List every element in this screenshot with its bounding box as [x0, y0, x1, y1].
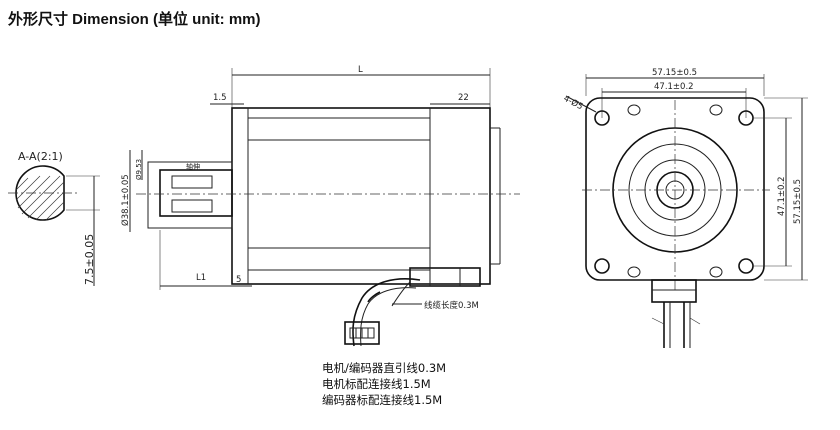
outer-width-h: 57.15±0.5 [652, 68, 697, 78]
shaft-diameter: Ø38.1±0.05 [120, 174, 131, 226]
section-profile [15, 165, 65, 221]
motor-cables: 线缆长度0.3M [352, 278, 479, 347]
shaft-tolerance: Ø9.53 [135, 159, 143, 180]
bolt-spacing-v: 47.1±0.2 [777, 176, 787, 216]
wiring-note-1: 电机/编码器直引线0.3M [322, 361, 446, 375]
mounting-hole-tl [594, 110, 610, 126]
side-view: L 1.5 22 轴伸 Ø38.1±0.05 Ø9.53 L1 5 [120, 65, 520, 290]
cable-length-note: 线缆长度0.3M [424, 300, 479, 311]
flange-thickness: 1.5 [213, 93, 227, 103]
wiring-notes: 电机/编码器直引线0.3M 电机标配连接线1.5M 编码器标配连接线1.5M [322, 361, 446, 407]
shaft-key [171, 175, 213, 189]
section-label: A-A(2:1) [18, 150, 63, 163]
bolt-spacing-h: 47.1±0.2 [654, 82, 694, 92]
motor-body [231, 107, 491, 285]
shaft-key-label: 轴伸 [186, 162, 200, 171]
mounting-hole-br [738, 258, 754, 274]
section-hatch [15, 175, 65, 221]
cable-boot [409, 267, 481, 287]
cable-connector [344, 321, 380, 345]
cable-gland [651, 279, 697, 303]
rear-length: 22 [458, 93, 469, 103]
flat-dimension: 7.5±0.05 [83, 234, 96, 285]
wiring-note-3: 编码器标配连接线1.5M [322, 393, 442, 407]
motor-shaft [159, 169, 233, 217]
section-view: A-A(2:1) 7.5±0.05 [8, 150, 100, 286]
outer-width-v: 57.15±0.5 [793, 179, 803, 224]
wiring-note-2: 电机标配连接线1.5M [322, 377, 431, 391]
page-title: 外形尺寸 Dimension (单位 unit: mm) [7, 10, 261, 28]
mounting-hole-bl [594, 258, 610, 274]
step-length: 5 [236, 275, 241, 285]
length-label: L [358, 65, 363, 75]
shaft-length: L1 [196, 273, 206, 283]
hole-note: 4-Ø5 [562, 93, 585, 112]
hole-note-leader [565, 95, 597, 113]
front-view: 57.15±0.5 47.1±0.2 4-Ø5 47.1±0.2 57.15±0… [562, 68, 808, 348]
